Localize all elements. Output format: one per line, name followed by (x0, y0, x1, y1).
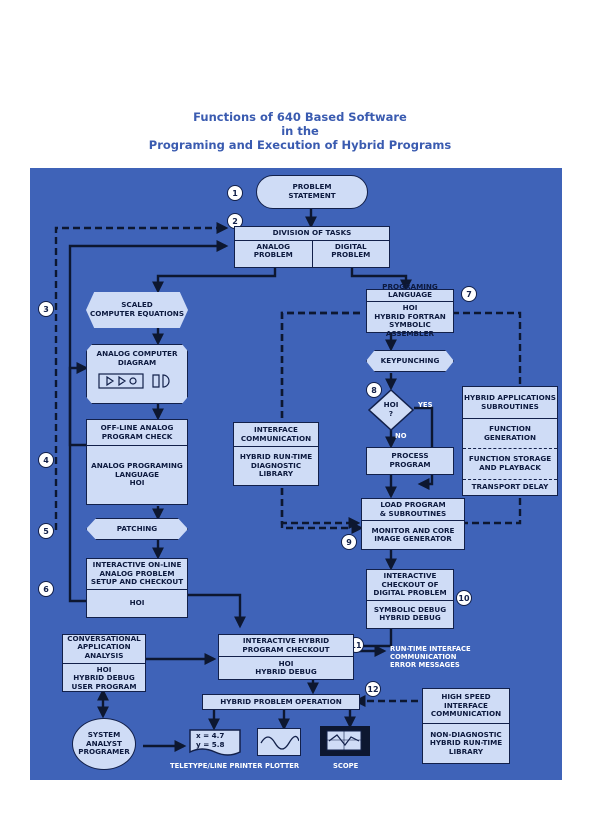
interactive-digital-sub: SYMBOLIC DEBUG HYBRID DEBUG (373, 604, 447, 623)
hybrid-operation-node: HYBRID PROBLEM OPERATION (202, 694, 360, 710)
step-number: 12 (365, 681, 381, 697)
high-speed-node: HIGH SPEED INTERFACE COMMUNICATION NON-D… (422, 688, 510, 764)
keypunching-label: KEYPUNCHING (380, 355, 440, 365)
problem-statement-label: PROBLEM STATEMENT (288, 182, 336, 200)
interface-comm-node: INTERFACE COMMUNICATION HYBRID RUN-TIME … (233, 422, 319, 486)
analog-diagram-label: ANALOG COMPUTER DIAGRAM (96, 349, 178, 367)
step-number: 5 (38, 523, 54, 539)
keypunching-node: KEYPUNCHING (366, 350, 454, 372)
function-generation-label: FUNCTION GENERATION (484, 424, 536, 442)
conversational-label: CONVERSATIONAL APPLICATION ANALYSIS (67, 633, 141, 660)
no-label: NO (395, 432, 407, 440)
system-analyst-node: SYSTEM ANALYST PROGRAMER (72, 718, 136, 770)
runtime-messages-label: RUN-TIME INTERFACE COMMUNICATION ERROR M… (390, 645, 471, 669)
scope-screen (326, 730, 362, 751)
conversational-node: CONVERSATIONAL APPLICATION ANALYSIS HOI … (62, 634, 146, 692)
conversational-sub: HOI HYBRID DEBUG USER PROGRAM (71, 664, 137, 691)
high-speed-sub: NON-DIAGNOSTIC HYBRID RUN-TIME LIBRARY (429, 729, 503, 756)
patching-node: PATCHING (86, 518, 188, 540)
flowchart-panel: 1 2 3 4 5 6 7 8 9 10 11 12 PROBLEM STATE… (30, 168, 562, 780)
yes-label: YES (418, 401, 433, 409)
diagram-title-line3: Programing and Execution of Hybrid Progr… (148, 138, 452, 152)
division-of-tasks-node: DIVISION OF TASKS ANALOG PROBLEM DIGITAL… (234, 226, 390, 268)
plotter-label: PLOTTER (265, 762, 300, 770)
digital-problem-label: DIGITAL PROBLEM (331, 241, 371, 260)
interactive-hybrid-label: INTERACTIVE HYBRID PROGRAM CHECKOUT (242, 636, 330, 654)
function-storage-label: FUNCTION STORAGE AND PLAYBACK (468, 454, 552, 472)
scope-label: SCOPE (333, 762, 359, 770)
transport-delay-label: TRANSPORT DELAY (471, 481, 549, 491)
plotter-icon (257, 728, 301, 756)
process-program-node: PROCESS PROGRAM (366, 447, 454, 475)
analog-problem-label: ANALOG PROBLEM (235, 240, 313, 267)
analog-diagram-node: ANALOG COMPUTER DIAGRAM (86, 344, 188, 404)
interactive-hybrid-node: INTERACTIVE HYBRID PROGRAM CHECKOUT HOI … (218, 634, 354, 680)
step-number: 10 (456, 590, 472, 606)
hybrid-apps-label: HYBRID APPLICATIONS SUBROUTINES (464, 393, 556, 411)
interactive-digital-label: INTERACTIVE CHECKOUT OF DIGITAL PROBLEM (373, 571, 447, 598)
programing-language-node: PROGRAMING LANGUAGE HOI HYBRID FORTRAN S… (366, 282, 454, 338)
paper-printout-shape (189, 729, 241, 756)
step-number: 7 (461, 286, 477, 302)
interactive-hybrid-sub: HOI HYBRID DEBUG (255, 658, 317, 677)
interactive-online-label: INTERACTIVE ON-LINE ANALOG PROBLEM SETUP… (90, 560, 184, 587)
analog-circuit-icon (98, 373, 170, 389)
interface-comm-label: INTERFACE COMMUNICATION (240, 425, 312, 443)
offline-check-node: OFF-LINE ANALOG PROGRAM CHECK ANALOG PRO… (86, 419, 188, 505)
plotter-curve (260, 735, 299, 750)
teletype-label: TELETYPE/LINE PRINTER (170, 762, 263, 770)
teletype-values: x = 4.7 y = 5.8 (196, 731, 225, 749)
scaled-equations-label: SCALED COMPUTER EQUATIONS (89, 300, 184, 318)
system-analyst-label: SYSTEM ANALYST PROGRAMER (78, 730, 130, 757)
hybrid-apps-node: HYBRID APPLICATIONS SUBROUTINES FUNCTION… (462, 386, 558, 496)
interface-comm-sub: HYBRID RUN-TIME DIAGNOSTIC LIBRARY (239, 452, 313, 479)
step-number: 3 (38, 301, 54, 317)
interactive-online-hoi: HOI (129, 598, 145, 608)
step-number: 4 (38, 452, 54, 468)
load-program-node: LOAD PROGRAM & SUBROUTINES MONITOR AND C… (361, 498, 465, 550)
step-number: 9 (341, 534, 357, 550)
connector-lines (54, 208, 522, 752)
step-number: 1 (227, 185, 243, 201)
interactive-digital-node: INTERACTIVE CHECKOUT OF DIGITAL PROBLEM … (366, 569, 454, 629)
scope-icon (320, 726, 370, 756)
process-program-label: PROCESS PROGRAM (389, 451, 431, 469)
high-speed-label: HIGH SPEED INTERFACE COMMUNICATION (430, 692, 502, 719)
offline-check-label: OFF-LINE ANALOG PROGRAM CHECK (100, 423, 174, 441)
hoi-question-label: HOI ? (383, 400, 399, 418)
analog-language-label: ANALOG PROGRAMING LANGUAGE HOI (91, 461, 183, 488)
problem-statement-node: PROBLEM STATEMENT (256, 175, 368, 209)
programing-language-sub: HOI HYBRID FORTRAN SYMBOLIC ASSEMBLER (374, 302, 446, 338)
load-program-label: LOAD PROGRAM & SUBROUTINES (379, 500, 447, 518)
programing-language-label: PROGRAMING LANGUAGE (382, 281, 438, 300)
step-number: 6 (38, 581, 54, 597)
diagram-title-line1: Functions of 640 Based Software (193, 110, 407, 124)
division-of-tasks-label: DIVISION OF TASKS (272, 228, 352, 237)
hoi-decision-node: HOI ? (368, 389, 414, 431)
monitor-label: MONITOR AND CORE IMAGE GENERATOR (371, 525, 455, 544)
teletype-output-icon: x = 4.7 y = 5.8 (188, 728, 242, 758)
scaled-equations-node: SCALED COMPUTER EQUATIONS (86, 292, 188, 328)
step-number: 8 (366, 382, 382, 398)
patching-label: PATCHING (116, 523, 158, 533)
decision-diamond (368, 389, 414, 431)
diagram-title-line2: in the (281, 124, 319, 138)
hybrid-operation-label: HYBRID PROBLEM OPERATION (220, 696, 342, 706)
interactive-online-node: INTERACTIVE ON-LINE ANALOG PROBLEM SETUP… (86, 558, 188, 618)
